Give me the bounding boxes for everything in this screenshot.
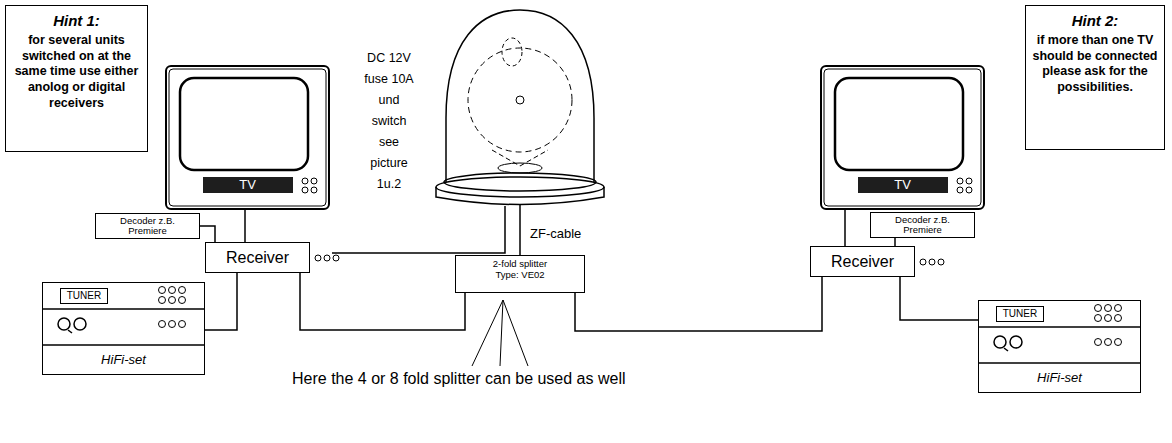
hifi-set: HiFi-set TUNER [978,300,1141,393]
cable-label: ZF-cable [530,226,610,242]
decoder-label: Decoder z.B. Premiere [891,215,954,235]
splitter-note: Here the 4 or 8 fold splitter can be use… [292,369,772,388]
tv-set: TV [820,65,985,210]
tv-set-label: TV [203,177,293,193]
splitter-label: 2-fold splitter Type: VE02 [491,259,549,281]
tuner-label: TUNER [67,290,101,302]
tuner-label: TUNER [1003,308,1037,320]
cable-connector [575,277,822,331]
hifi-set-label: HiFi-set [1037,370,1082,386]
cable-connector [900,277,978,320]
cable-connector [244,210,246,242]
tuner-box: TUNER [996,306,1044,322]
tuner-box: TUNER [60,288,108,304]
cable-connector [894,238,896,246]
splitter-box: 2-fold splitter Type: VE02 [455,255,585,293]
hint-box: Hint 2: if more than one TV should be con… [1025,5,1165,150]
decoder-box: Decoder z.B. Premiere [95,213,200,239]
hint-text: if more than one TV should be connected … [1031,33,1159,96]
decoder-box: Decoder z.B. Premiere [870,212,975,238]
tv-set: TV [165,65,330,210]
cable-connector [205,273,237,330]
receiver-box: Receiver [205,242,310,273]
hint-heading: Hint 2: [1031,12,1159,30]
receiver-box: Receiver [810,246,915,277]
receiver-label: Receiver [226,248,289,267]
cable-connector [200,226,215,242]
receiver-label: Receiver [831,252,894,271]
tv-set-label: TV [858,177,948,193]
hint-text: for several units switched on at the sam… [11,33,142,111]
hint-box: Hint 1: for several units switched on at … [5,5,148,152]
hifi-set-label: HiFi-set [101,352,146,368]
decoder-label: Decoder z.B. Premiere [116,216,179,236]
hifi-set: HiFi-set TUNER [42,282,205,375]
hint-heading: Hint 1: [11,12,142,30]
cable-connector [844,210,846,246]
power-note: DC 12V fuse 10A und switch see picture 1… [363,48,415,195]
cable-connector [300,273,465,330]
